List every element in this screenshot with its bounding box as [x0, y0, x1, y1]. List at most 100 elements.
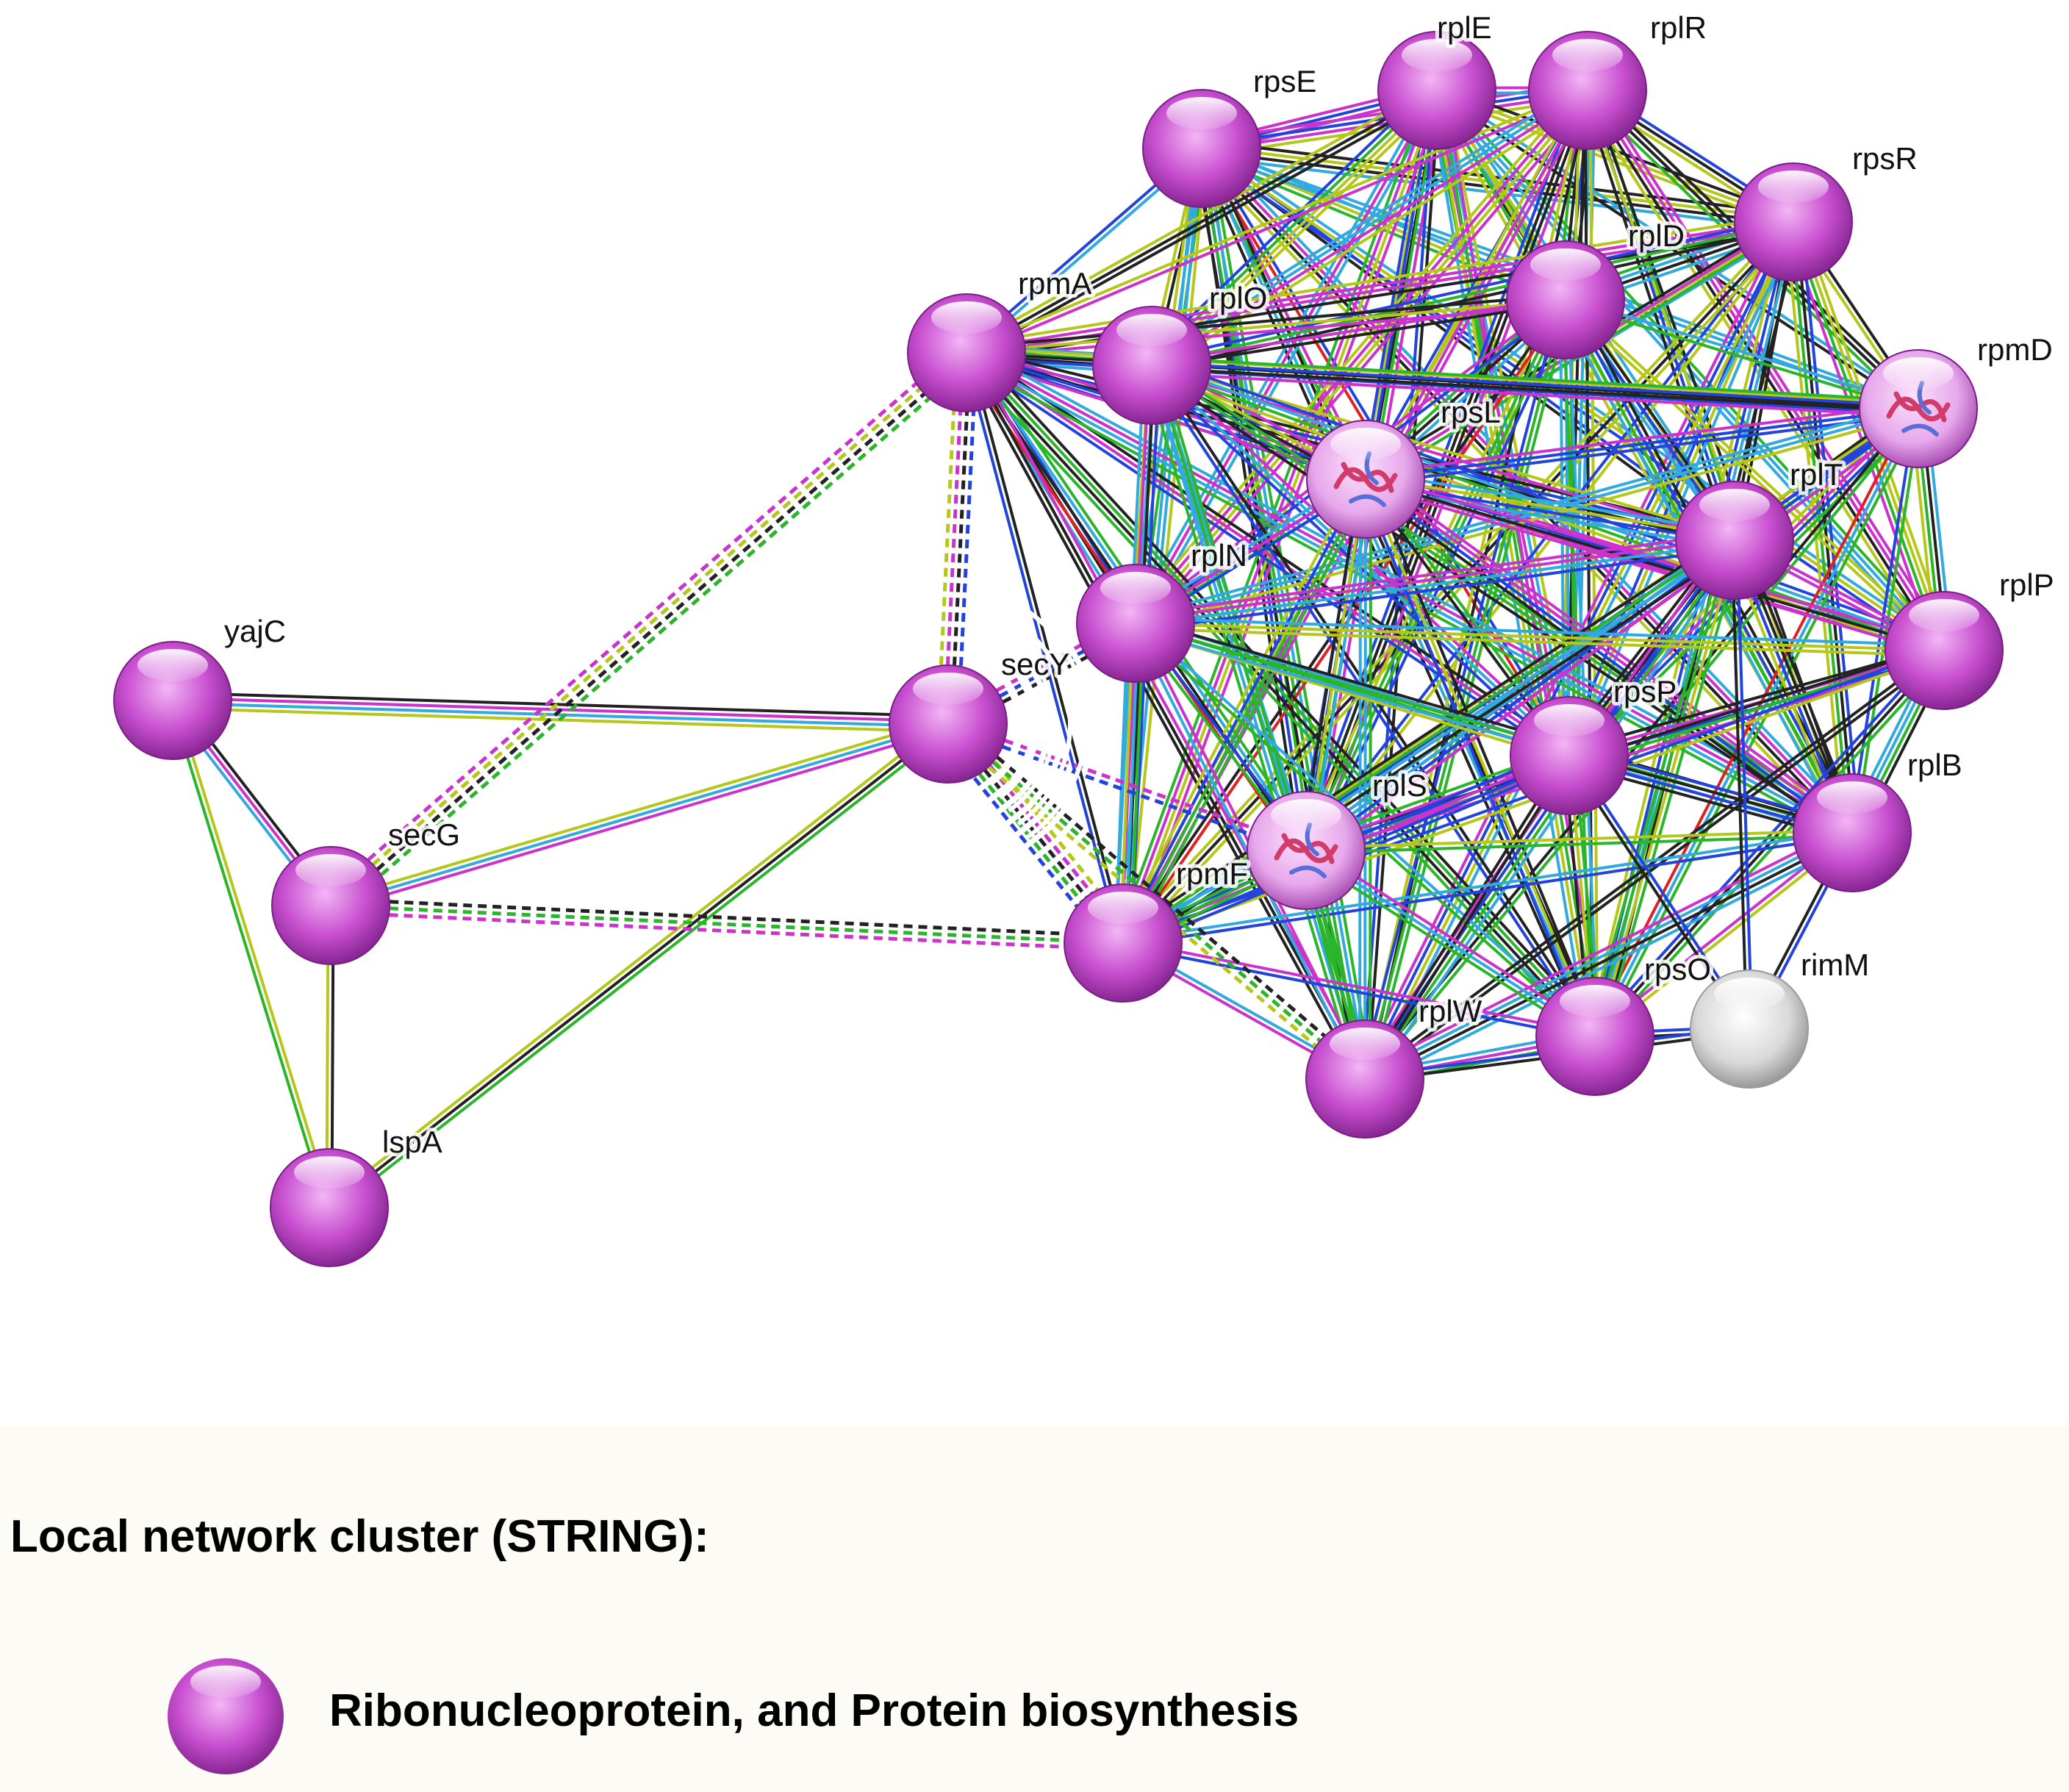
cluster-edge-rplD-rplP [1566, 296, 1947, 650]
cluster-edge-rpmD-rplB [1853, 409, 1923, 834]
node-label: rpsR [1852, 141, 1918, 176]
cluster-edge-rpsL-rpsO [1364, 479, 1596, 1037]
node-gloss [931, 301, 1002, 334]
cluster-edge-rplT-rpmF [1126, 545, 1740, 951]
node-gloss [1699, 489, 1770, 521]
node-label-halo: rplR [1650, 10, 1707, 45]
cluster-edge-rplO-rpmD [1152, 361, 1919, 408]
node-label-halo: rimM [1801, 947, 1869, 982]
legend-title: Local network cluster (STRING): [10, 1511, 709, 1562]
node-gloss [1271, 799, 1341, 831]
cluster-edge-rplD-rplP [1563, 301, 1943, 654]
node-label: rplW [1419, 994, 1482, 1028]
cluster-edge-rpsL-rplP [1365, 478, 1945, 652]
node-gloss [1909, 599, 1979, 631]
node-label: rplR [1650, 10, 1707, 45]
cluster-edge-rpmA-rpsO [959, 356, 1591, 1043]
cluster-edge-rplR-rpmA [964, 86, 1588, 352]
cluster-edge-rplT-rplS [1309, 545, 1740, 859]
cluster-edge-rpsP-rplW [1361, 753, 1568, 1079]
cluster-edge-rpsE-rpmF [1126, 148, 1208, 944]
cluster-edge-rpmD-rpsL [1365, 407, 1919, 481]
node-label: rplN [1191, 538, 1247, 573]
cluster-edge-rplO-rpmD [1151, 371, 1918, 418]
cluster-edge-rplO-rpmD [1151, 366, 1918, 413]
cluster-edge-rplT-rpmF [1120, 537, 1735, 942]
cluster-edge-rplR-rplN [1140, 94, 1595, 630]
node-label: rplO [1209, 281, 1267, 315]
cluster-edge-rplT-rpmF [1123, 541, 1738, 947]
cluster-edge-rpsR-rplO [1151, 221, 1794, 367]
cluster-edge-rplE-rpmA [963, 85, 1435, 350]
node-label-halo: lspA [382, 1125, 442, 1159]
dashed-edge-secG-rpmA [323, 343, 961, 900]
legend-item-label: Ribonucleoprotein, and Protein biosynthe… [329, 1685, 1299, 1736]
node-label: rpmA [1018, 266, 1091, 301]
node-gloss [294, 1156, 365, 1189]
node-label-halo: rpmF [1176, 856, 1248, 891]
node-label-halo: rplB [1907, 748, 1962, 782]
node-gloss [1534, 704, 1604, 736]
cluster-edge-rplB-rplS [1305, 828, 1852, 850]
dashed-edge-secY-rpmA [949, 353, 972, 725]
node-label-halo: rplT [1790, 457, 1843, 492]
cluster-edge-rplD-rplW [1363, 299, 1567, 1080]
cluster-edge-rplN-rplP [1136, 617, 1945, 648]
node-label: yajC [224, 614, 286, 648]
node-gloss [1552, 39, 1623, 71]
cluster-edge-rplP-rpsO [1590, 645, 1942, 1034]
cluster-edge-rplR-rplO [1155, 96, 1593, 373]
node-gloss [913, 673, 983, 705]
node-gloss [1100, 572, 1171, 604]
node-label-halo: rplW [1419, 994, 1482, 1028]
cluster-edge-rplR-rplO [1150, 87, 1588, 365]
node-gloss [1330, 428, 1401, 460]
cluster-edge-rpsL-rpmF [1119, 477, 1365, 943]
node-label-halo: rpmD [1977, 332, 2053, 367]
cluster-edge-rplD-rpmA [966, 293, 1566, 350]
dashed-edge-secY-rplS [946, 725, 1306, 856]
cluster-edge-rpmA-rplW [969, 349, 1371, 1078]
cluster-edge-rplD-rpmA [966, 298, 1566, 354]
node-label-halo: rplP [1999, 567, 2054, 602]
node-gloss [1088, 892, 1158, 924]
cluster-edge-rpmD-rplN [1133, 402, 1918, 620]
cluster-edge-rplR-rpmA [967, 91, 1590, 357]
cluster-edge-rplE-rplN [1130, 87, 1434, 622]
cluster-edge-rplD-rplO [1151, 295, 1566, 365]
node-gloss [295, 854, 366, 886]
node-label-halo: rplE [1437, 10, 1492, 45]
node-gloss [1817, 781, 1887, 814]
node-gloss [1883, 357, 1954, 390]
cluster-edge-rplE-rpmF [1114, 87, 1432, 942]
cluster-edge-rplB-rplW [1360, 824, 1850, 1074]
node-label: rpmF [1176, 856, 1248, 891]
node-label-halo: rpsP [1613, 674, 1677, 709]
cluster-edge-rpmD-rplN [1135, 407, 1919, 625]
